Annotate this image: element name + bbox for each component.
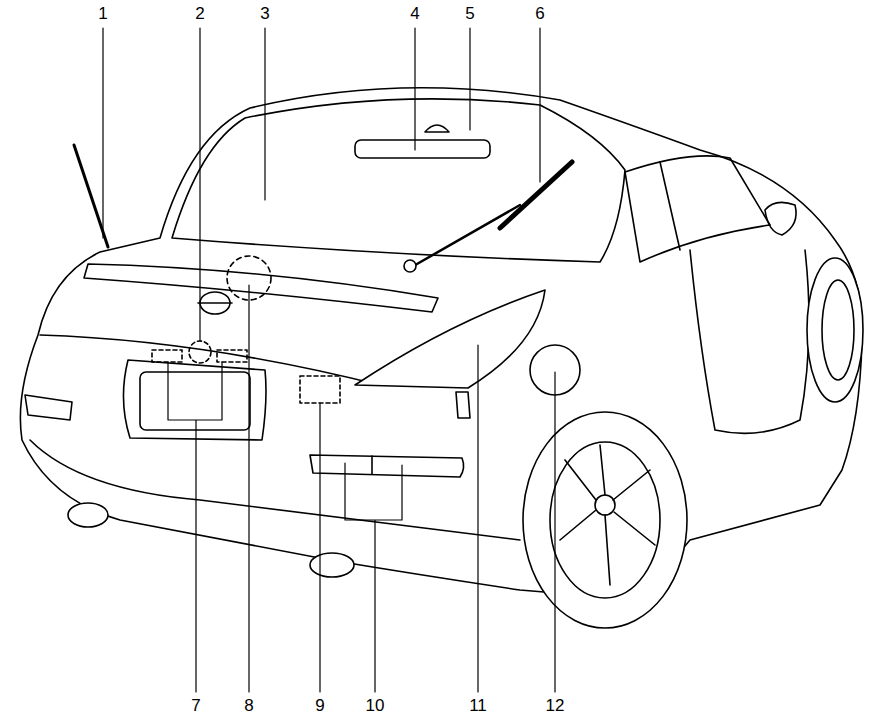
wiper-arm: [410, 205, 520, 268]
dashed-lamp: [217, 350, 247, 362]
dashed-circle: [189, 341, 211, 363]
leader-line: [199, 28, 200, 341]
lamp-lower: [456, 392, 470, 418]
callout-number: 6: [533, 4, 546, 24]
leader-line: [319, 403, 320, 692]
callout-number: 3: [258, 4, 271, 24]
leader-line: [554, 372, 555, 692]
rear-rim: [550, 442, 660, 598]
leader-lines: [103, 28, 555, 692]
callout-number: 8: [242, 696, 255, 716]
callout-number: 1: [96, 4, 109, 24]
emblem-bar: [198, 302, 232, 304]
front-tire: [807, 258, 863, 402]
bracket-line: [168, 362, 222, 692]
side-window: [625, 156, 770, 262]
rear-tire: [523, 412, 687, 628]
dashed-box: [300, 376, 340, 403]
stop-lamp: [355, 140, 490, 158]
combination-lamp: [355, 290, 545, 388]
license-plate: [140, 372, 250, 430]
leader-line: [264, 28, 265, 200]
callout-number: 4: [408, 4, 421, 24]
dashed-lamp: [152, 350, 182, 362]
callout-number: 5: [463, 4, 476, 24]
callout-number: 2: [193, 4, 206, 24]
wheel-hub: [595, 495, 615, 515]
bumper-line: [30, 440, 520, 540]
spoiler: [84, 264, 438, 312]
bracket-line: [345, 463, 402, 692]
leader-line: [248, 285, 249, 692]
wheel-spokes: [560, 445, 655, 585]
reflector-divider: [371, 456, 373, 474]
callout-number: 11: [467, 696, 489, 716]
wiper-pivot: [404, 260, 416, 272]
callout-number: 12: [544, 696, 567, 716]
tail-lamp: [25, 395, 72, 420]
leader-line: [539, 28, 540, 182]
leader-line: [477, 345, 478, 692]
callout-number: 10: [364, 696, 387, 716]
plate-recess: [123, 360, 266, 440]
leader-line: [414, 28, 415, 150]
window-pillar: [660, 162, 680, 250]
callout-number: 9: [313, 696, 326, 716]
exhaust-pipe: [310, 553, 354, 577]
mirror: [765, 202, 796, 235]
callout-number: 7: [189, 696, 202, 716]
reflector: [310, 455, 464, 477]
leader-line: [469, 28, 470, 130]
panel-line: [40, 335, 380, 385]
leader-line: [102, 28, 103, 238]
exhaust-pipe: [68, 503, 108, 527]
front-rim: [822, 280, 854, 380]
rear-glass: [172, 99, 625, 262]
door-line: [690, 250, 809, 433]
wiper-blade: [500, 162, 572, 228]
roof-fixture: [425, 125, 449, 132]
car-body: [20, 88, 862, 600]
